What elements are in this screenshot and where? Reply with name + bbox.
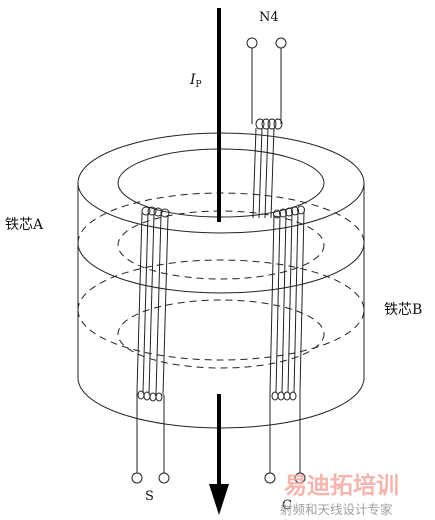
core-a-label: 铁芯A <box>5 217 44 233</box>
n4-wire <box>270 127 275 219</box>
n4-loop <box>261 118 271 130</box>
n4-wire <box>258 127 263 219</box>
c-winding-bottom-loop <box>289 391 297 401</box>
n4-winding <box>251 48 283 219</box>
core-b-label: 铁芯B <box>384 302 422 318</box>
current-subscript: P <box>196 80 202 90</box>
n4-loop <box>267 118 277 130</box>
c-winding-wire <box>269 215 275 394</box>
s-winding-wire <box>142 212 149 394</box>
current-label: IP <box>189 72 202 90</box>
s-winding-top-loop <box>141 206 151 216</box>
core-b-top-dashed-back <box>77 259 365 311</box>
s-winding-wire <box>136 212 143 393</box>
c-winding-top-loop <box>279 208 287 218</box>
c-winding-wire <box>293 211 299 394</box>
n4-terminal-left <box>246 37 258 49</box>
n4-loop <box>273 118 283 130</box>
c-winding-wire <box>281 213 287 394</box>
s-winding <box>136 206 170 474</box>
c-winding-top-loop <box>273 209 281 219</box>
s-terminal-right <box>158 472 170 484</box>
c-label: C <box>282 498 292 513</box>
current-arrow-head <box>209 484 229 515</box>
s-winding-wire <box>148 213 155 395</box>
c-winding-bottom-loop <box>277 391 285 401</box>
core-b-inner-dashed <box>117 299 325 369</box>
s-winding-bottom-loop <box>143 391 151 401</box>
s-winding-top-loop <box>160 208 170 218</box>
n4-wire <box>264 127 269 219</box>
current-symbol: I <box>189 72 196 88</box>
core-a-inner-dashed <box>117 210 325 280</box>
s-winding-wire <box>162 215 169 396</box>
c-terminal-left <box>264 472 276 484</box>
c-winding-top-loop <box>285 207 293 217</box>
c-winding-top-loop <box>297 205 305 215</box>
n4-loop <box>255 118 265 130</box>
n4-terminal-right <box>275 37 287 49</box>
watermark-title: 易迪拓培训 <box>284 472 399 499</box>
s-winding-top-loop <box>153 207 163 217</box>
c-winding-bottom-loop <box>283 391 291 401</box>
c-winding-wire <box>299 210 305 393</box>
c-winding-bottom-loop <box>271 391 279 401</box>
s-winding-bottom-loop <box>149 392 157 402</box>
s-terminal-left <box>131 472 143 484</box>
watermark-subtitle: 射频和天线设计专家 <box>280 502 393 517</box>
c-winding <box>269 205 305 474</box>
core-b-top-dashed-front <box>77 309 365 361</box>
c-winding-top-loop <box>291 206 299 216</box>
s-winding-wire <box>155 214 162 396</box>
n4-label: N4 <box>259 10 279 25</box>
n4-wire <box>252 127 257 219</box>
c-terminal-right <box>294 472 306 484</box>
primary-conductor <box>209 8 229 515</box>
watermark: 易迪拓培训 射频和天线设计专家 <box>280 472 399 517</box>
core-separator-front <box>77 242 365 294</box>
c-winding-wire <box>275 214 281 394</box>
s-winding-top-loop <box>147 206 157 216</box>
c-winding-wire <box>287 212 293 394</box>
s-winding-bottom-loop <box>137 390 145 400</box>
s-winding-bottom-loop <box>155 392 163 402</box>
s-label: S <box>145 489 154 504</box>
